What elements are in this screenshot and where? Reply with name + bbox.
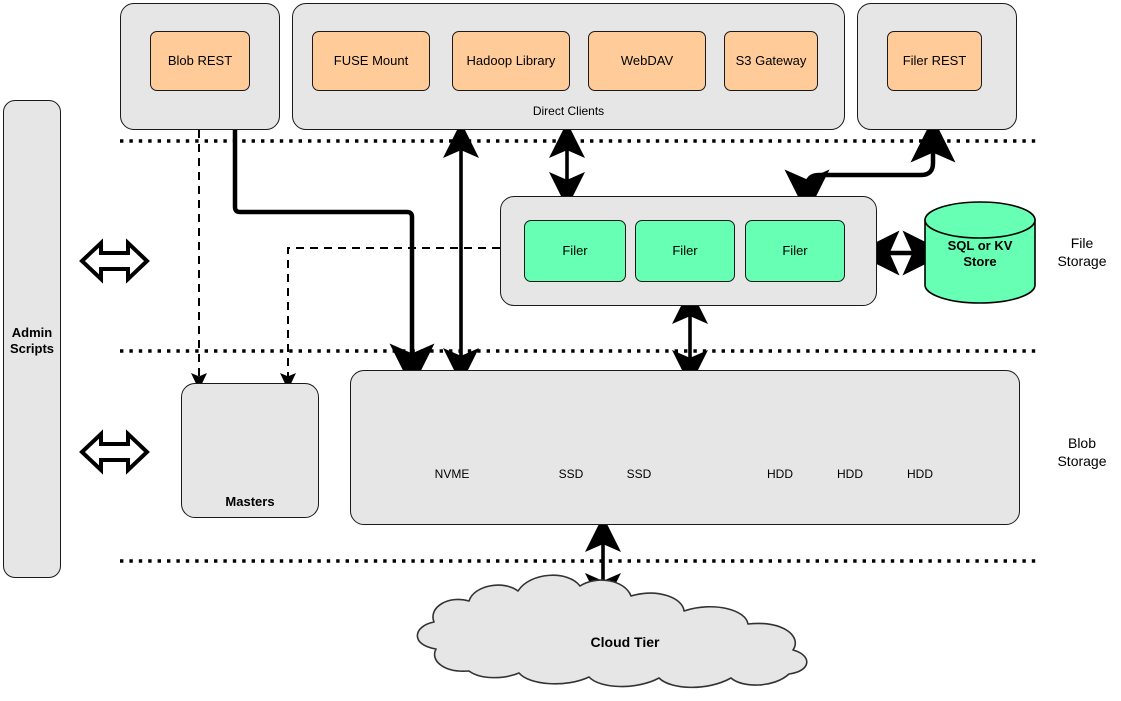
direct-clients-caption: Direct Clients (532, 104, 605, 118)
node-webdav[interactable]: WebDAV (588, 31, 706, 91)
node-blob-rest[interactable]: Blob REST (150, 31, 250, 91)
arrow-filerrest-to-filer (784, 117, 956, 215)
node-filer-2[interactable]: Filer (635, 220, 735, 282)
admin-scripts-label: Admin Scripts (9, 325, 55, 356)
volume-servers-group[interactable] (350, 370, 1020, 525)
cloud-tier-shape (416, 574, 808, 689)
sql-kv-store-cylinder (924, 201, 1036, 304)
node-filer-rest[interactable]: Filer REST (887, 31, 982, 91)
node-filer-3[interactable]: Filer (745, 220, 845, 282)
tier-label-blob-storage: Blob Storage (1057, 435, 1107, 469)
masters-label: Masters (225, 494, 275, 509)
node-hadoop-library[interactable]: Hadoop Library (452, 31, 570, 91)
arrow-blobrest-to-volumes (232, 130, 435, 389)
admin-arrow-blob-storage (79, 429, 150, 475)
admin-arrow-file-storage (79, 238, 150, 284)
dashed-filer-to-masters (280, 247, 500, 390)
node-filer-1[interactable]: Filer (524, 220, 626, 282)
node-fuse-mount[interactable]: FUSE Mount (312, 31, 430, 91)
sql-kv-store-label: SQL or KV Store (947, 238, 1013, 269)
cloud-tier-label: Cloud Tier (590, 634, 660, 650)
admin-scripts-box[interactable] (3, 100, 61, 578)
node-s3-gateway[interactable]: S3 Gateway (724, 31, 818, 91)
tier-label-file-storage: File Storage (1057, 235, 1107, 269)
